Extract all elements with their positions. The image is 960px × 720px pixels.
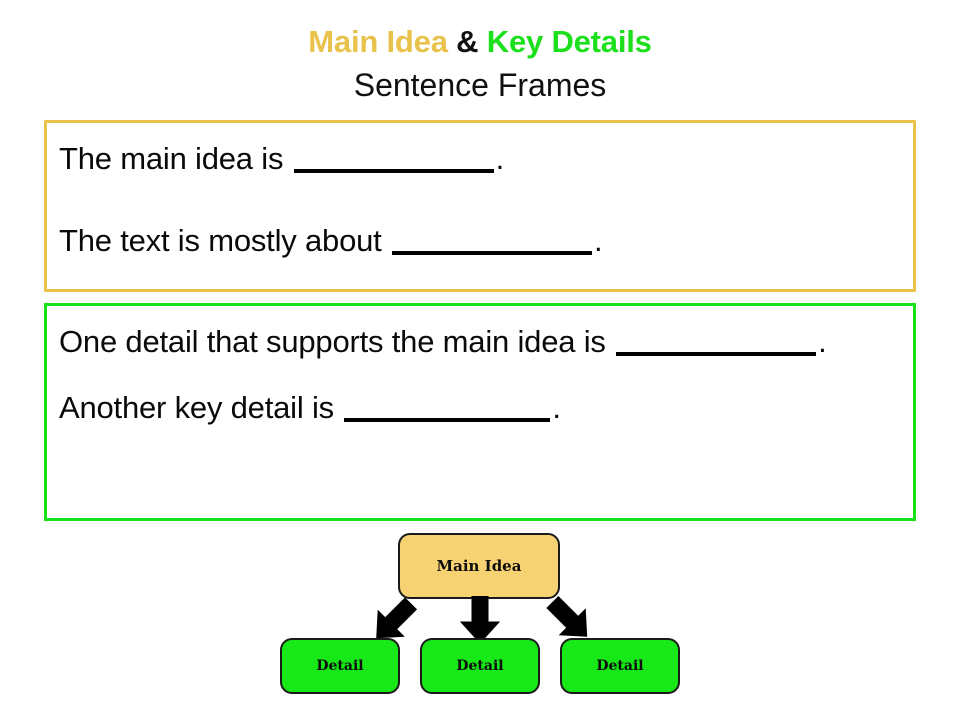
diagram-node-detail-2: Detail — [420, 638, 540, 694]
diagram-node-main-idea-label: Main Idea — [436, 557, 522, 575]
sentence-frame-detail-2-prefix: Another key detail is — [59, 390, 343, 425]
sentence-frame-detail-2: Another key detail is . — [59, 384, 899, 432]
blank-line-main-2 — [391, 251, 592, 255]
diagram-node-detail-1-label: Detail — [316, 658, 364, 674]
diagram-node-detail-1: Detail — [280, 638, 400, 694]
title-part-ampersand: & — [447, 24, 487, 59]
sentence-frame-main-1-prefix: The main idea is — [59, 141, 292, 176]
title-part-main-idea: Main Idea — [308, 24, 448, 59]
sentence-frame-detail-1: One detail that supports the main idea i… — [59, 318, 899, 366]
page-subtitle: Sentence Frames — [353, 67, 607, 103]
sentence-frame-main-2-suffix: . — [593, 223, 603, 258]
sentence-frame-main-2-prefix: The text is mostly about — [59, 223, 390, 258]
slide-header: Main Idea & Key Details Sentence Frames — [0, 22, 960, 106]
sentence-frame-main-1-suffix: . — [495, 141, 505, 176]
blank-line-detail-1 — [616, 352, 817, 356]
main-idea-frame-box: The main idea is . The text is mostly ab… — [44, 120, 916, 292]
sentence-frame-main-2: The text is mostly about . — [59, 217, 899, 265]
blank-line-detail-2 — [344, 418, 551, 422]
arrow-down-left-icon — [362, 594, 424, 646]
spacer — [59, 183, 899, 217]
key-details-frame-box: One detail that supports the main idea i… — [44, 303, 916, 521]
diagram-node-main-idea: Main Idea — [398, 533, 560, 599]
blank-line-main-1 — [293, 169, 494, 173]
diagram-node-detail-2-label: Detail — [456, 658, 504, 674]
sentence-frame-detail-1-prefix: One detail that supports the main idea i… — [59, 324, 615, 359]
title-part-key-details: Key Details — [486, 24, 652, 59]
sentence-frame-main-1: The main idea is . — [59, 135, 899, 183]
diagram-node-detail-3: Detail — [560, 638, 680, 694]
arrow-down-right-icon — [538, 594, 600, 646]
arrow-down-icon — [458, 596, 502, 644]
sentence-frame-detail-1-suffix: . — [818, 324, 827, 359]
key-details-frame-content: One detail that supports the main idea i… — [47, 306, 913, 432]
page-title: Main Idea & Key Details — [0, 22, 960, 62]
sentence-frame-detail-2-suffix: . — [552, 390, 561, 425]
main-idea-frame-content: The main idea is . The text is mostly ab… — [47, 123, 913, 265]
main-idea-detail-diagram: Main Idea Detail Detail Detail — [0, 528, 960, 708]
spacer — [59, 366, 899, 384]
diagram-node-detail-3-label: Detail — [596, 658, 644, 674]
